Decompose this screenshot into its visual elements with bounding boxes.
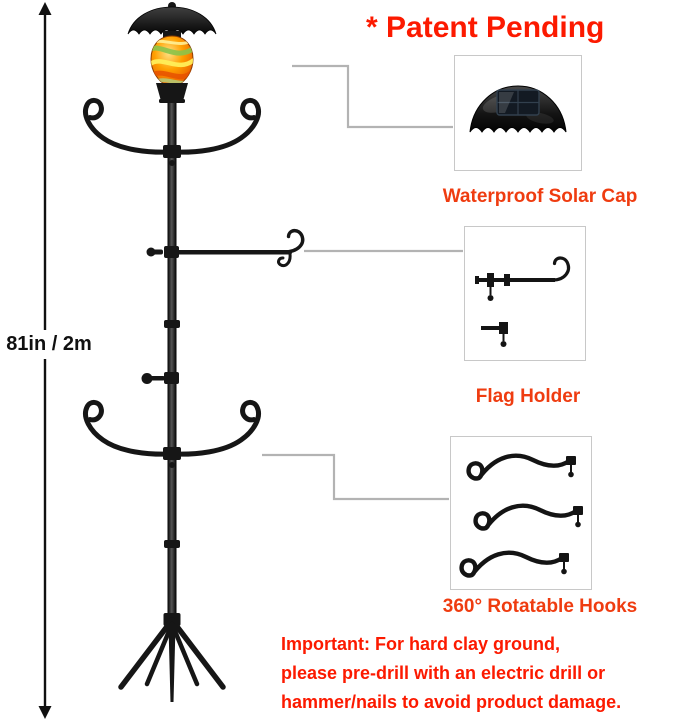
solar-cap-photo-icon — [469, 85, 567, 133]
pole — [164, 98, 180, 632]
scalloped-cap — [127, 6, 217, 35]
rotatable-hooks-label: 360° Rotatable Hooks — [442, 596, 638, 617]
upper-hooks — [83, 97, 261, 166]
hook-collar — [163, 145, 181, 158]
height-arrow — [38, 2, 52, 719]
flag-arm-end-hook — [282, 228, 305, 254]
light-collar — [156, 83, 188, 101]
patent-pending-label: * Patent Pending — [366, 11, 605, 44]
rotatable-hooks-callout-box — [450, 436, 592, 590]
rotatable-hooks-diagram-icon — [459, 453, 583, 578]
flag-holder-callout-box — [464, 226, 586, 361]
clamp-knob-icon — [141, 373, 153, 384]
solar-cap-callout-box — [454, 55, 582, 171]
adjustable-clamp — [141, 372, 179, 384]
arrow-head-top-icon — [38, 2, 52, 15]
hook-lower-right — [169, 399, 261, 457]
hook-sample-2 — [473, 503, 583, 531]
flag-arm-s-hook — [277, 252, 292, 268]
hook-sample-1 — [466, 453, 576, 481]
hook-upper-left — [83, 97, 175, 155]
leader-line-solar-cap — [292, 64, 453, 129]
lower-hooks — [83, 399, 261, 468]
hook-lower-left — [83, 399, 175, 457]
clamp-knob-icon — [146, 247, 156, 257]
note-line-2: please pre-drill with an electric drill … — [281, 663, 606, 683]
hook-sample-3 — [459, 550, 569, 578]
hook-upper-right — [169, 97, 261, 155]
arrow-head-bottom-icon — [38, 706, 52, 719]
solar-cap-label: Waterproof Solar Cap — [442, 186, 638, 207]
height-measurement-label: 81in / 2m — [0, 330, 98, 359]
note-line-1: Important: For hard clay ground, — [281, 634, 561, 654]
note-line-3: hammer/nails to avoid product damage. — [281, 692, 622, 712]
important-note: Important: For hard clay ground, please … — [281, 630, 679, 717]
flag-holder-label: Flag Holder — [475, 386, 581, 407]
solar-torch-light — [127, 2, 217, 103]
center-spike — [168, 626, 176, 702]
leader-line-hooks — [262, 453, 449, 501]
leader-lines — [262, 64, 463, 501]
hook-collar — [163, 447, 181, 460]
flag-holder-arm — [146, 228, 305, 268]
flag-holder-diagram-icon — [475, 255, 570, 347]
ground-stake-base — [118, 613, 226, 702]
